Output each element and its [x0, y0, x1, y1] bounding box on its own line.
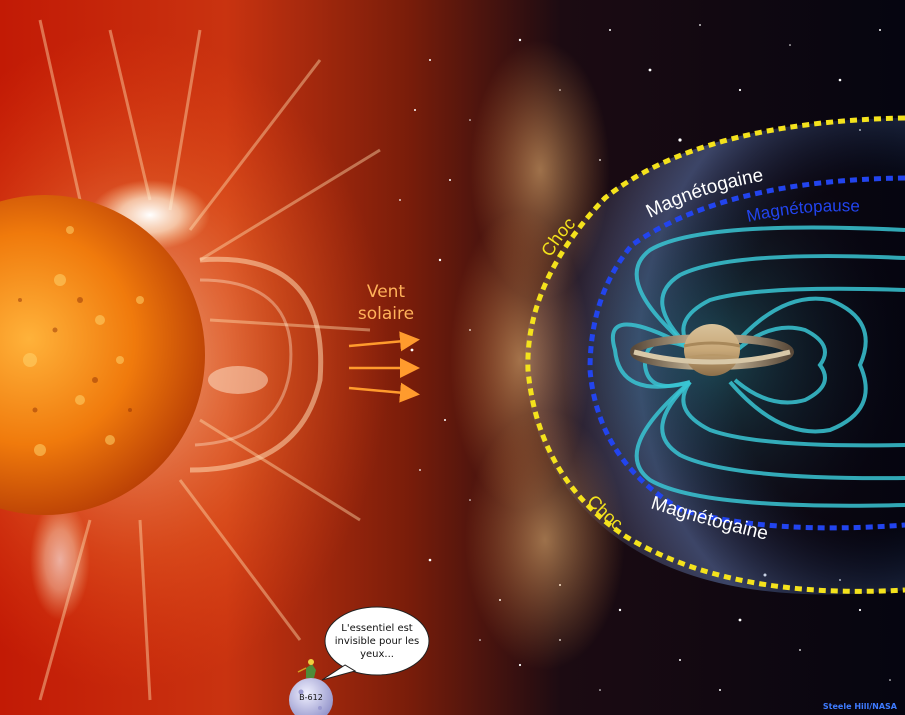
wind-arrow-3: [348, 382, 420, 403]
solar-wind-label: Vent solaire: [346, 281, 426, 325]
speech-bubble-text: L'essentiel est invisible pour les yeux.…: [334, 622, 420, 660]
magnetic-field-lines: [610, 225, 905, 508]
magnetopause-line: [587, 175, 905, 531]
sun: [0, 195, 205, 515]
asteroid-label: B-612: [299, 693, 323, 702]
bow-shock-line: [525, 115, 905, 594]
solar-wind-arrows: [348, 331, 420, 403]
image-credit: Steele Hill/NASA: [822, 702, 897, 711]
saturn: [630, 324, 794, 376]
asteroid-b612: [289, 659, 333, 715]
speech-bubble: [321, 606, 430, 681]
wind-arrow-1: [348, 331, 420, 352]
solar-wind-label-line1: Vent: [366, 282, 406, 302]
solar-wind-label-line2: solaire: [357, 304, 415, 324]
